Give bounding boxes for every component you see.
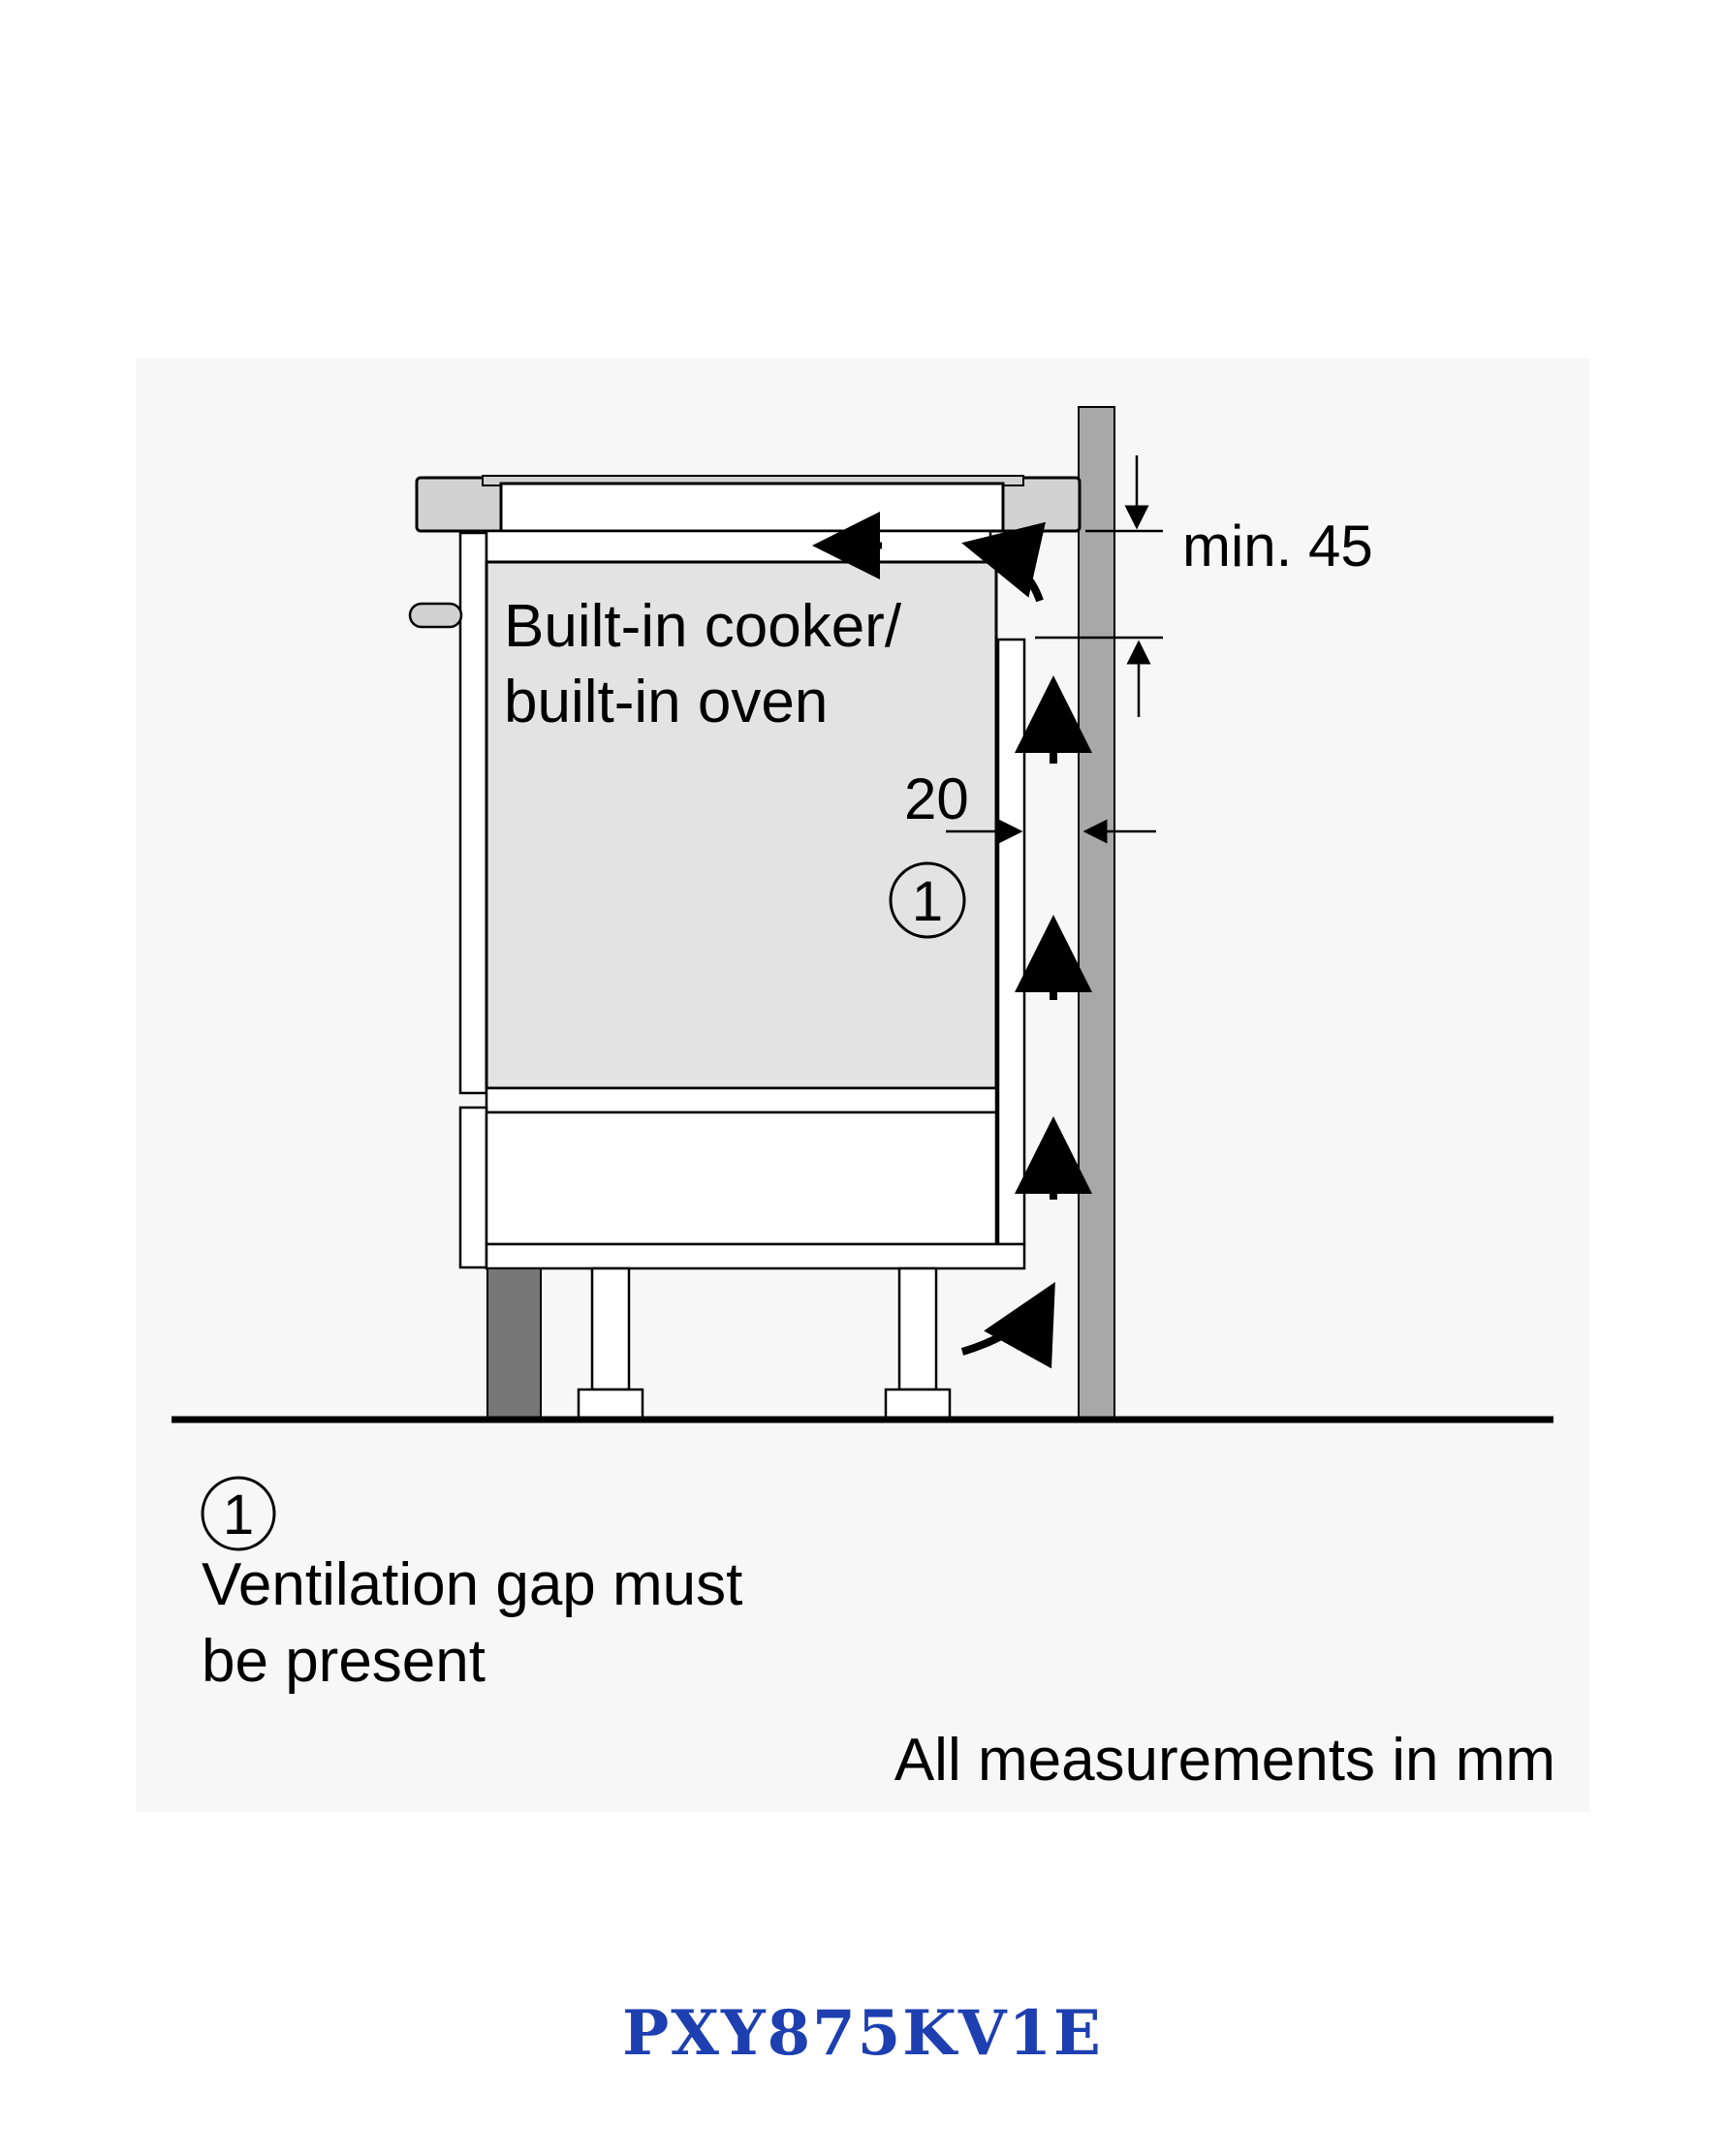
- dimension-min-45: [1035, 455, 1163, 717]
- cooktop: [499, 482, 1005, 533]
- oven-body: [485, 560, 998, 1090]
- legend-marker-1: 1: [201, 1476, 276, 1551]
- cabinet-foot-left: [577, 1266, 644, 1421]
- units-note: All measurements in mm: [894, 1727, 1555, 1794]
- oven-top-strip: [485, 529, 992, 564]
- svg-text:1: 1: [223, 1484, 254, 1547]
- plinth: [486, 1267, 542, 1420]
- oven-handle: [408, 602, 463, 629]
- cabinet-foot-right: [884, 1266, 952, 1421]
- shelf-strip: [485, 1086, 998, 1114]
- model-number: PXY875KV1E: [622, 1997, 1103, 2070]
- marker-1: 1: [889, 861, 966, 939]
- drawer-front-panel: [458, 1106, 488, 1269]
- cooker-label-line2: built-in oven: [504, 669, 828, 735]
- cooker-label-line1: Built-in cooker/: [504, 593, 902, 660]
- airflow-arrows: [812, 512, 1092, 1369]
- svg-text:1: 1: [912, 870, 943, 933]
- legend-text-line1: Ventilation gap must: [202, 1551, 742, 1618]
- drawer: [485, 1110, 998, 1246]
- legend-text-line2: be present: [202, 1628, 486, 1695]
- dimension-20-label: 20: [904, 766, 969, 831]
- wall: [1078, 406, 1115, 1421]
- oven-front-panel: [458, 531, 488, 1095]
- cabinet-base: [485, 1242, 1026, 1270]
- dimension-min-45-label: min. 45: [1182, 514, 1373, 578]
- cabinet-side-panel: [996, 638, 1026, 1246]
